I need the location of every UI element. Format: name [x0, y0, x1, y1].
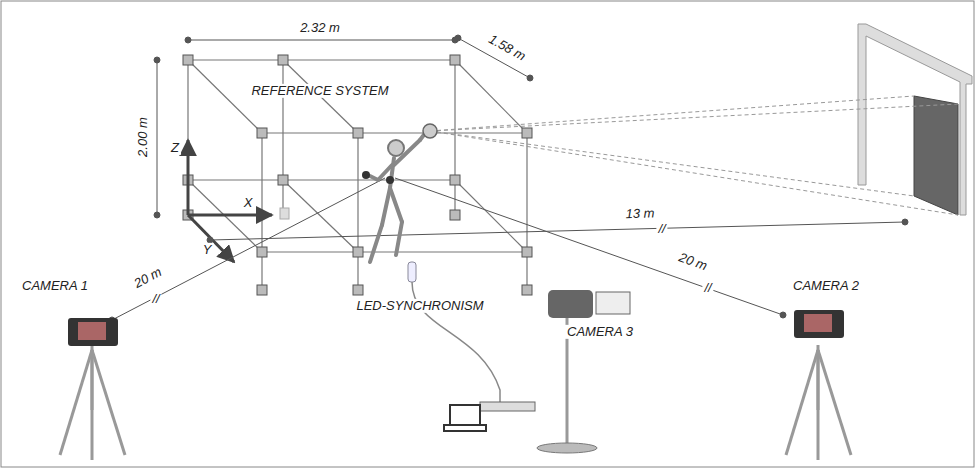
camera-tripod [786, 310, 851, 460]
axis-label: Z [169, 141, 181, 155]
marker-cubes [183, 55, 532, 295]
break-mark: // [656, 222, 667, 236]
camera-tripod [60, 318, 125, 460]
dimension-label: 2.00 m [136, 115, 150, 159]
camera-on-pole [537, 290, 630, 453]
goal [858, 24, 972, 215]
ball-paths [430, 96, 958, 215]
axis-label: X [242, 196, 255, 210]
dimension-label: 2.32 m [298, 21, 342, 35]
dimension-lines [154, 35, 533, 218]
break-mark: // [702, 281, 713, 295]
camera-label: CAMERA 1 [20, 279, 90, 293]
distance-lines [109, 178, 908, 323]
led-label: LED-SYNCHRONISM [354, 299, 485, 313]
camera-label: CAMERA 2 [791, 279, 861, 293]
system-label: REFERENCE SYSTEM [249, 84, 390, 98]
reference-frame [188, 60, 527, 290]
player-skeleton [362, 124, 437, 262]
led-wire [408, 262, 535, 431]
distance-label: 13 m [623, 206, 656, 221]
dimension-label: 1.58 m [484, 31, 529, 65]
break-mark: // [150, 292, 161, 306]
camera-label: CAMERA 3 [565, 325, 635, 339]
distance-label: 20 m [675, 250, 711, 275]
distance-label: 20 m [130, 264, 166, 292]
axis-label: Y [201, 243, 214, 257]
